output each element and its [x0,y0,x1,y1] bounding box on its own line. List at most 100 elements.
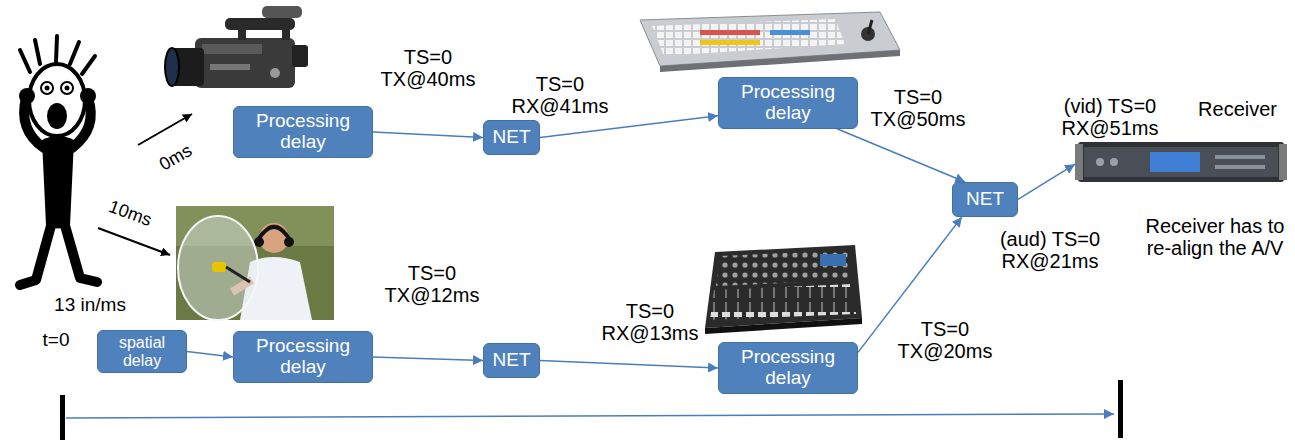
speed-label: 13 in/ms [35,295,145,316]
delay-box: spatial delay [97,330,187,373]
parabolic-microphone-photo-part [254,237,264,247]
box-label: Processing delay [725,347,851,389]
screaming-figure-part [64,222,97,282]
process-box: Processing delay [718,77,858,129]
timeline-part [60,395,65,440]
screaming-figure-part [72,98,91,148]
receiver-device-part [1150,152,1200,172]
audio-mixer-part [820,254,846,266]
connector-arrow [837,129,965,182]
parabolic-microphone-photo-part [176,206,334,320]
sound-arrows-part [98,228,170,255]
note: Receiver has to re-align the A/V [1140,215,1290,259]
receiver-node: Receiver [1075,140,1287,184]
timestamp-label: TS=0 TX@12ms [380,262,484,306]
video-camera-part [202,44,262,54]
video-switcher-part [652,19,845,56]
screaming-figure-part [65,86,70,91]
process-box: Processing delay [718,342,858,394]
audio-mixer-part [705,245,862,328]
parabolic-microphone-photo-part [226,267,250,282]
receiver-device-part [1075,144,1083,180]
video-switcher-part [700,30,760,35]
box-label: spatial delay [102,334,182,369]
network-box: NET [483,343,540,378]
video-camera-part [238,28,246,40]
box-label: Processing delay [725,82,851,124]
screaming-figure-part [80,88,96,104]
video-switcher-part [868,20,872,34]
process-box: Processing delay [233,331,373,383]
screaming-figure-part [24,98,44,148]
timeline-part [66,414,1114,418]
device-heading: Receiver [1198,98,1277,121]
screaming-figure-part [45,86,50,91]
audio-mixer-part [705,318,862,334]
parabolic-microphone-photo-part [178,216,258,320]
network-box: NET [483,120,540,155]
connector-arrow [540,116,718,138]
audio-mixer [705,245,862,334]
receiver-device-part [1215,165,1265,169]
box-label: NET [488,350,535,371]
parabolic-microphone-photo-part [284,237,294,247]
screaming-figure-part [41,82,53,94]
network-box: NET [952,182,1018,217]
box-label: NET [488,127,535,148]
receiver-device-part [1078,142,1284,182]
audio-mixer-part [716,250,852,286]
timestamp-label: (vid) TS=0 RX@51ms [1053,95,1168,139]
timestamp-label: TS=0 TX@50ms [866,86,970,130]
parabolic-microphone-photo-part [258,227,290,240]
box-label: Processing delay [240,336,366,378]
screaming-figure-part [19,88,35,104]
video-camera-part [282,28,290,40]
video-switcher-part [700,40,760,45]
connector-arrow [373,132,483,138]
audio-mixer-part [710,284,856,320]
parabolic-microphone-photo [176,206,334,320]
timestamp-label: TS=0 RX@13ms [598,300,702,344]
receiver-device-part [1110,158,1118,166]
connector-arrow [1018,164,1075,199]
receiver-device-part [1215,155,1265,159]
timestamp-label: TS=0 TX@20ms [893,318,997,362]
receiver-device-part [1084,147,1278,177]
screaming-figure-part [47,103,67,129]
time-label: t=0 [31,330,81,351]
video-switcher-part [770,30,810,35]
video-camera-part [210,64,250,70]
screaming-figure-part [61,82,73,94]
video-camera-part [270,68,280,78]
parabolic-microphone-photo-part [212,262,226,272]
timestamp-label: TS=0 RX@41ms [508,73,612,117]
video-camera-part [292,45,308,67]
connector-arrow [187,352,233,357]
delay-label: 10ms [100,195,159,233]
video-camera-part [165,48,179,86]
parabolic-microphone-photo-part [259,223,289,253]
connector-arrow [373,357,483,361]
box-label: Processing delay [240,111,366,153]
video-camera-part [195,38,295,88]
screaming-figure [19,36,97,285]
timeline [60,380,1123,440]
timeline-part [1118,380,1123,438]
sound-arrows-part [138,114,192,145]
video-camera [165,6,308,88]
video-switcher [640,12,900,72]
receiver-device-part [1096,158,1104,166]
receiver-device-part [1279,144,1287,180]
process-box: Processing delay [233,106,373,158]
box-label: NET [957,189,1013,210]
connector-arrow [540,360,718,367]
screaming-figure-part [20,222,52,285]
timestamp-label: (aud) TS=0 RX@21ms [988,228,1113,272]
timestamp-label: TS=0 TX@40ms [376,46,480,90]
video-camera-part [262,6,302,18]
